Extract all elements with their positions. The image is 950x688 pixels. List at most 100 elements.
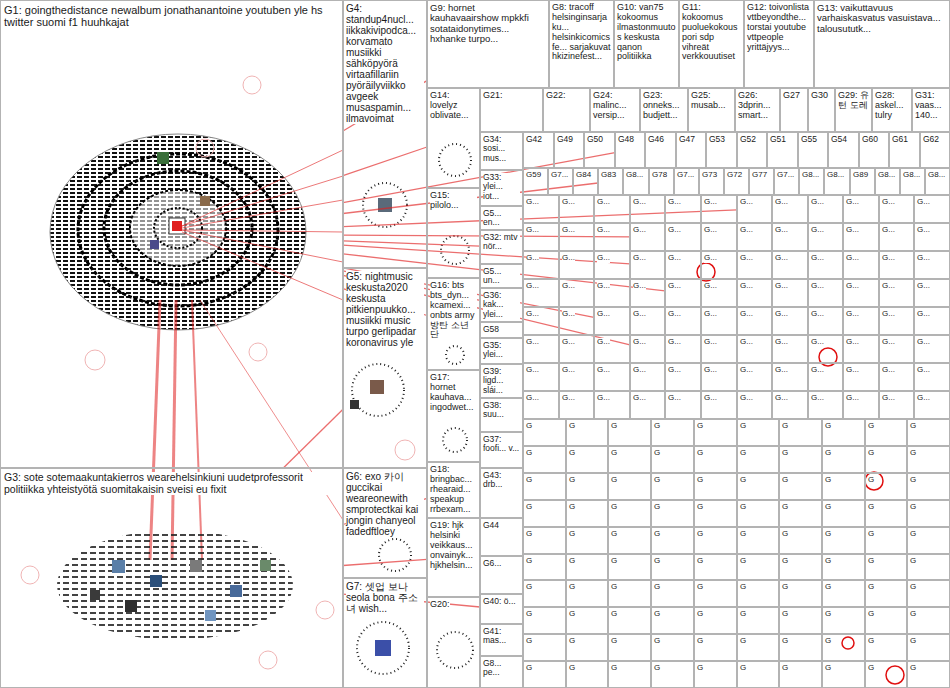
group-box: G... [594,335,630,363]
group-box: G30 [808,88,835,132]
group-box: G [651,661,694,688]
group-label: G [910,664,916,673]
group-box: G... [594,195,630,223]
group-box: G7... [548,168,573,195]
group-label: G [910,637,916,646]
group-label: G23: onneks... budjett... [643,91,685,121]
group-box: G [651,607,694,634]
group-label: G [569,449,575,458]
group-box: G [907,500,950,527]
group-label: G [526,503,532,512]
group-box: G [651,634,694,661]
group-label: G1: goingthedistance newalbum jonathanan… [4,4,339,28]
group-box: G [651,554,694,580]
group-box: G [566,446,608,473]
group-box: G8... [900,168,925,195]
group-label: G... [846,394,859,403]
group-label: G [697,449,703,458]
group-box: G60 [859,132,889,168]
group-label: G... [846,338,859,347]
group-label: G [697,637,703,646]
group-box: G [608,446,651,473]
group-box: G [651,580,694,607]
group-box: G [566,580,608,607]
group-box: G8... [824,168,850,195]
group-box: G [779,446,822,473]
group-box: G... [808,251,843,279]
group-label: G84 [576,171,591,180]
group-box: G [608,527,651,554]
group-box: G [907,580,950,607]
group-label: G77 [752,171,767,180]
group-label: G [611,583,617,592]
group-box: G [822,419,865,446]
group-label: G... [597,310,610,319]
group-box: G [865,580,907,607]
group-box: G31: vaas... 140... [912,88,950,132]
group-box: G55 [798,132,828,168]
group-label: G [654,557,660,566]
group-label: G7... [777,171,794,180]
group-box: G [523,607,566,634]
group-box: G... [914,307,950,335]
group-label: G... [917,394,930,403]
group-label: G25: musab... [691,91,732,111]
group-box: G... [772,307,808,335]
group-box: G... [843,363,879,391]
group-label: G [868,503,874,512]
group-box: G [822,554,865,580]
group-box: G... [630,251,665,279]
group-box: G... [630,195,665,223]
group-box: G... [772,279,808,307]
group-label: G... [562,310,575,319]
group-label: G53 [709,135,725,144]
group-label: G8... [827,171,844,180]
group-box: G... [879,195,914,223]
group-box: G21: [480,88,543,132]
group-box: G... [665,307,701,335]
group-label: G... [704,366,717,375]
group-box: G... [701,363,737,391]
group-label: G... [597,394,610,403]
group-label: G [654,476,660,485]
group-label: G... [597,366,610,375]
group-box: G [822,580,865,607]
group-box: G [907,634,950,661]
group-label: G [868,637,874,646]
group-box: G... [843,279,879,307]
group-box: G... [737,363,772,391]
group-box: G [865,607,907,634]
group-box: G8... [623,168,649,195]
group-box: G35: ylei... [480,338,523,364]
group-label: G... [668,310,681,319]
group-label: G [782,530,788,539]
group-box: G... [665,223,701,251]
group-box: G41: mas... [480,624,523,656]
group-label: G [740,422,746,431]
group-label: G... [668,366,681,375]
cluster-group-box: G3: sote sotemaakuntakierros wearehelsin… [0,468,343,688]
group-label: G83 [601,171,616,180]
group-label: G [825,530,831,539]
group-box: G... [630,391,665,419]
group-box: G [566,419,608,446]
group-label: G [868,422,874,431]
group-label: G43: drb... [483,471,520,490]
group-box: G [779,473,822,500]
group-box: G [865,634,907,661]
group-label: G... [704,226,717,235]
group-label: G [782,476,788,485]
group-label: G... [846,310,859,319]
group-box: G [779,634,822,661]
group-box: G... [523,307,559,335]
group-label: G [782,503,788,512]
group-label: G [654,503,660,512]
group-label: G12: toivonlista vttbeyondthe... torstai… [747,3,811,52]
group-box: G46 [645,132,676,168]
group-label: G... [704,338,717,347]
group-label: G... [597,226,610,235]
group-box: G... [701,307,737,335]
group-label: G... [597,254,610,263]
group-label: G54 [831,135,847,144]
